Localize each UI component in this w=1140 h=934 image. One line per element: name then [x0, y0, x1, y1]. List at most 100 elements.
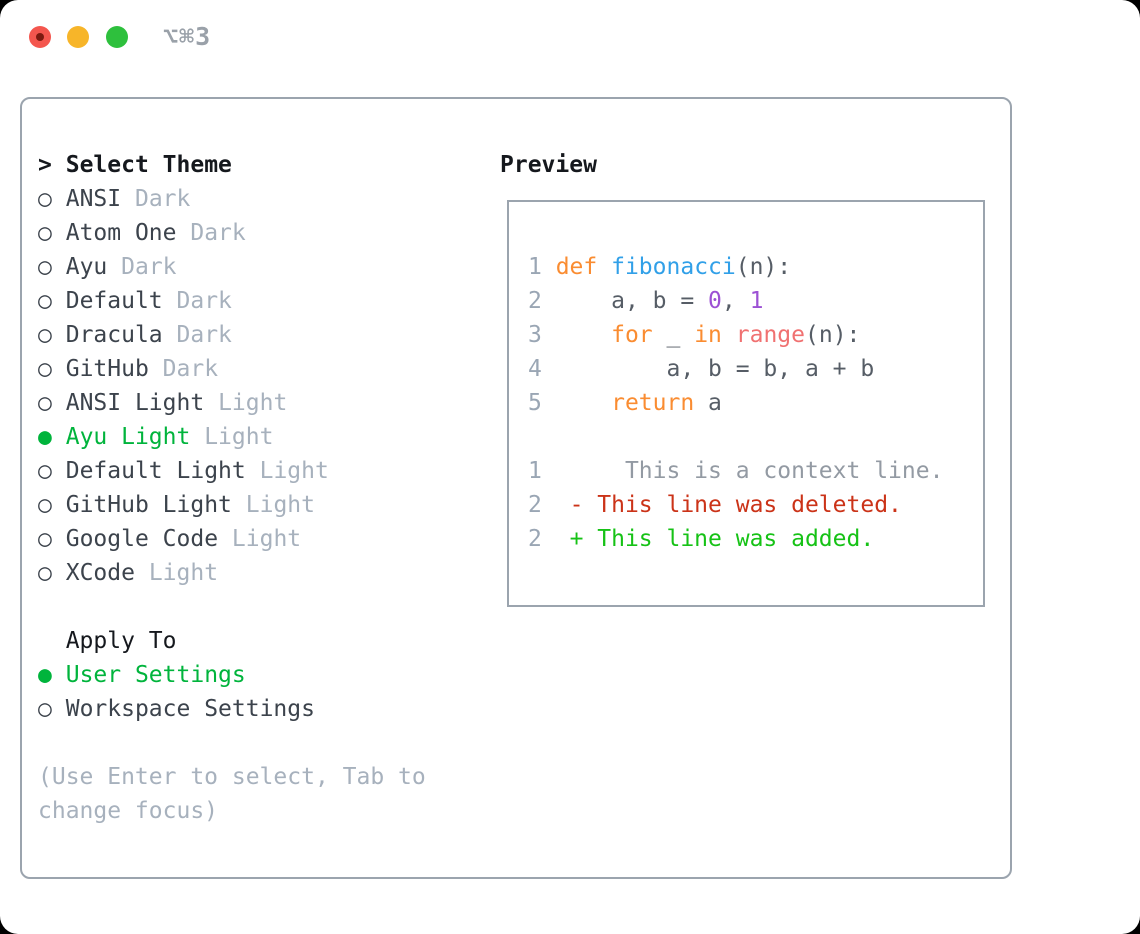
line-number: 1	[528, 458, 556, 484]
minimize-button[interactable]	[67, 26, 89, 48]
variant-label: Dark	[176, 288, 232, 314]
code-line: 4 a, b = b, a + b	[528, 352, 983, 386]
variant-label: Dark	[121, 254, 177, 280]
code-segment-fn: fibonacci	[611, 254, 736, 280]
radio-unselected-icon: ○	[38, 322, 52, 348]
code-segment-lit: 1	[749, 288, 764, 314]
option-label: Default Light	[65, 458, 246, 484]
theme-option-default-light-light[interactable]: ○ Default Light Light	[38, 454, 472, 488]
window-shortcut-label: ⌥⌘3	[163, 22, 212, 51]
code-segment-fg: (n):	[805, 322, 861, 348]
code-line: 1 This is a context line.	[528, 454, 983, 488]
code-segment-fg	[722, 322, 736, 348]
apply-option-workspace-settings[interactable]: ○ Workspace Settings	[38, 692, 472, 726]
code-segment-fg	[556, 526, 570, 552]
code-line	[528, 420, 983, 454]
variant-label: Dark	[162, 356, 219, 382]
code-line: 2 a, b = 0, 1	[528, 284, 983, 318]
line-number: 5	[528, 390, 556, 416]
theme-option-atom-one-dark[interactable]: ○ Atom One Dark	[38, 216, 472, 250]
variant-label: Light	[259, 458, 329, 484]
code-segment-kw: def	[555, 254, 598, 280]
code-line: 2 - This line was deleted.	[528, 488, 983, 522]
spacer	[38, 590, 472, 624]
variant-label: Light	[204, 424, 274, 450]
line-number: 2	[528, 288, 556, 314]
line-number: 3	[528, 322, 556, 348]
spacer	[38, 726, 472, 760]
code-segment-fg	[556, 492, 570, 518]
theme-option-ansi-light-light[interactable]: ○ ANSI Light Light	[38, 386, 472, 420]
code-segment-fg: a, b =	[555, 288, 709, 314]
code-segment-fg	[556, 390, 611, 416]
option-label: GitHub	[65, 356, 149, 382]
theme-option-ansi-dark[interactable]: ○ ANSI Dark	[38, 182, 472, 216]
radio-selected-icon: ●	[38, 662, 52, 688]
radio-unselected-icon: ○	[38, 186, 52, 212]
focus-caret-icon: >	[38, 152, 52, 178]
code-segment-fg: (n):	[735, 254, 792, 280]
apply-option-user-settings[interactable]: ● User Settings	[38, 658, 472, 692]
theme-option-default-dark[interactable]: ○ Default Dark	[38, 284, 472, 318]
theme-option-ayu-light-light[interactable]: ● Ayu Light Light	[38, 420, 472, 454]
code-segment-kw: return	[611, 390, 695, 416]
variant-label: Light	[245, 492, 315, 518]
option-label: Default	[65, 288, 163, 314]
line-number: 4	[528, 356, 556, 382]
option-label: Google Code	[65, 526, 219, 552]
unsaved-dot-icon	[36, 33, 44, 41]
theme-list: ○ ANSI Dark○ Atom One Dark○ Ayu Dark○ De…	[38, 182, 472, 590]
apply-to-header: Apply To	[65, 628, 177, 654]
variant-label: Dark	[134, 186, 191, 212]
theme-option-github-light-light[interactable]: ○ GitHub Light Light	[38, 488, 472, 522]
theme-option-dracula-dark[interactable]: ○ Dracula Dark	[38, 318, 472, 352]
variant-label: Dark	[190, 220, 246, 246]
select-theme-header: > Select Theme	[38, 148, 472, 182]
radio-unselected-icon: ○	[38, 458, 52, 484]
code-segment-del: - This line was deleted.	[569, 492, 902, 518]
option-label: Ayu	[65, 254, 108, 280]
option-label: ANSI	[65, 186, 122, 212]
theme-column: > Select Theme ○ ANSI Dark○ Atom One Dar…	[38, 148, 472, 828]
code-segment-kw: in	[694, 322, 722, 348]
line-number	[528, 424, 542, 450]
code-segment-lit: 0	[708, 288, 722, 314]
line-number: 2	[528, 492, 556, 518]
preview-title: Preview	[500, 152, 597, 178]
code-segment-fg: a	[694, 390, 722, 416]
radio-unselected-icon: ○	[38, 492, 52, 518]
apply-to-list: ● User Settings○ Workspace Settings	[38, 658, 472, 726]
radio-unselected-icon: ○	[38, 526, 52, 552]
code-line: 2 + This line was added.	[528, 522, 983, 556]
option-label: Workspace Settings	[65, 696, 315, 722]
radio-unselected-icon: ○	[38, 560, 52, 586]
option-label: XCode	[65, 560, 135, 586]
radio-unselected-icon: ○	[38, 220, 52, 246]
radio-unselected-icon: ○	[38, 390, 52, 416]
variant-label: Dark	[176, 322, 232, 348]
option-label: ANSI Light	[65, 390, 205, 416]
code-segment-kw: for	[611, 322, 653, 348]
code-line: 1 def fibonacci(n):	[528, 250, 983, 284]
theme-option-github-dark[interactable]: ○ GitHub Dark	[38, 352, 472, 386]
option-label: User Settings	[65, 662, 246, 688]
theme-option-xcode-light[interactable]: ○ XCode Light	[38, 556, 472, 590]
code-segment-fg	[597, 254, 611, 280]
zoom-button[interactable]	[106, 26, 128, 48]
option-label: Ayu Light	[65, 424, 191, 450]
theme-option-google-code-light[interactable]: ○ Google Code Light	[38, 522, 472, 556]
option-label: Atom One	[65, 220, 177, 246]
code-segment-fg: _	[652, 322, 695, 348]
theme-option-ayu-dark[interactable]: ○ Ayu Dark	[38, 250, 472, 284]
theme-selector-panel: > Select Theme ○ ANSI Dark○ Atom One Dar…	[20, 97, 1012, 879]
variant-label: Light	[218, 390, 288, 416]
radio-unselected-icon: ○	[38, 288, 52, 314]
line-number: 2	[528, 526, 556, 552]
close-button[interactable]	[29, 26, 51, 48]
code-line: 3 for _ in range(n):	[528, 318, 983, 352]
radio-selected-icon: ●	[38, 424, 52, 450]
variant-label: Light	[231, 526, 302, 552]
option-label: GitHub Light	[65, 492, 232, 518]
